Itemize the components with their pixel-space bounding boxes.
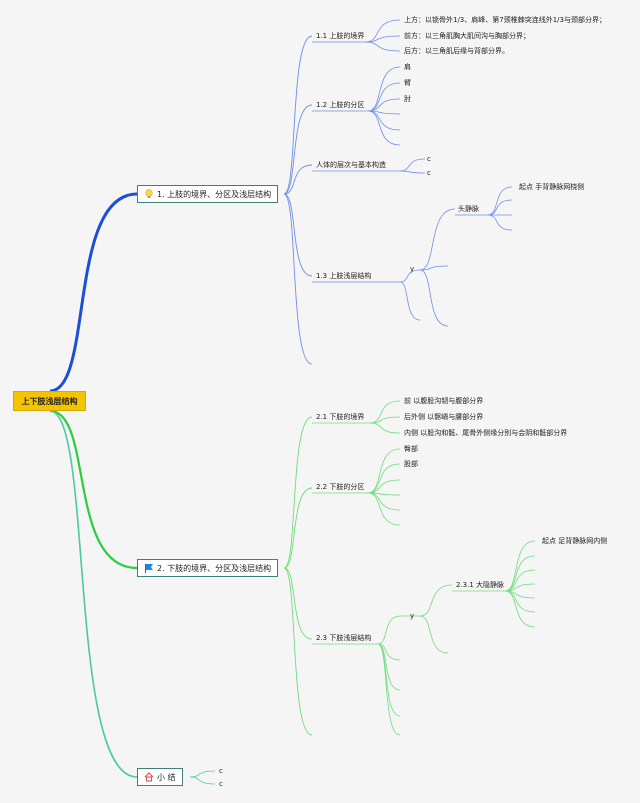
- topic-2-1[interactable]: 2.1 下肢的境界: [316, 413, 365, 421]
- topic-1-2[interactable]: 1.2 上肢的分区: [316, 101, 365, 109]
- connector-root-summary: [49, 410, 138, 778]
- connector: [367, 492, 401, 511]
- topic-2-3-1[interactable]: 2.3.1 大隐静脉: [456, 581, 505, 589]
- connector: [419, 208, 456, 271]
- connector-upper: [283, 164, 313, 195]
- connector-lower: [283, 567, 313, 736]
- topic-body-item: c: [427, 155, 431, 163]
- flag-icon: [144, 563, 154, 573]
- section-summary-label: 小 结: [157, 772, 176, 782]
- connector: [369, 422, 401, 434]
- connector: [487, 186, 513, 216]
- topic-1-3-y: y: [410, 265, 415, 273]
- connector: [504, 540, 536, 592]
- connector: [367, 479, 401, 494]
- section-lower-limb[interactable]: 2. 下肢的境界、分区及浅层结构: [137, 559, 279, 577]
- connector: [367, 110, 401, 146]
- connector-upper: [283, 35, 313, 195]
- topic-2-3[interactable]: 2.3 下肢浅层结构: [316, 634, 372, 642]
- connector: [367, 492, 401, 526]
- topic-2-1-item: 后外侧 以髂嵴与腰部分界: [404, 413, 484, 421]
- topic-1-1-item: 上方：以锁骨外1/3、肩峰、第7颈椎棘突连线外1/3与颈部分界；: [404, 16, 606, 24]
- topic-2-2[interactable]: 2.2 下肢的分区: [316, 483, 365, 491]
- root-topic[interactable]: 上下肢浅层结构: [13, 391, 86, 411]
- connector: [419, 584, 453, 617]
- topic-1-1[interactable]: 1.1 上肢的境界: [316, 32, 365, 40]
- section-upper-limb-label: 1. 上肢的境界、分区及浅层结构: [157, 189, 272, 199]
- connector: [189, 776, 216, 785]
- topic-2-3-1-start: 起点 足背静脉网内侧: [542, 537, 608, 545]
- topic-1-1-item: 后方：以三角肌后缘与背部分界。: [404, 47, 509, 55]
- connector: [399, 158, 426, 172]
- topic-body-item: c: [427, 169, 431, 177]
- connector: [364, 19, 401, 43]
- connector: [487, 199, 513, 216]
- connector: [504, 555, 536, 592]
- connector: [377, 615, 401, 645]
- topic-1-1-item: 前方：以三角肌胸大肌间沟与胸部分界；: [404, 32, 530, 40]
- topic-2-3-y: y: [410, 612, 415, 620]
- topic-2-2-item: 股部: [404, 460, 418, 468]
- connector: [367, 82, 401, 112]
- connector: [504, 590, 536, 628]
- connector-upper: [283, 104, 313, 195]
- connector-upper: [283, 193, 313, 277]
- topic-cephalic-vein-start: 起点 手背静脉网桡侧: [519, 183, 585, 191]
- connector: [399, 170, 426, 174]
- connector: [364, 41, 401, 52]
- topic-1-2-item: 肩: [404, 63, 411, 71]
- connector: [487, 214, 513, 231]
- connector-lower: [283, 487, 313, 569]
- connector-root-lower: [49, 409, 138, 570]
- connector-lower: [283, 416, 313, 569]
- connector-lower: [283, 567, 313, 640]
- thin-branches: [189, 19, 536, 785]
- topic-1-3[interactable]: 1.3 上肢浅层结构: [316, 272, 372, 280]
- section-upper-limb[interactable]: 1. 上肢的境界、分区及浅层结构: [137, 185, 279, 203]
- topic-1-2-item: 臂: [404, 79, 411, 87]
- main-branches: [49, 192, 138, 778]
- connector: [377, 643, 401, 736]
- home-icon: [144, 772, 154, 782]
- connector: [377, 643, 401, 717]
- connector: [399, 281, 421, 321]
- connector: [399, 269, 421, 283]
- topic-2-2-item: 臀部: [404, 445, 418, 453]
- connector: [369, 400, 401, 424]
- connector: [367, 98, 401, 112]
- lightbulb-icon: [144, 189, 154, 199]
- connector: [419, 269, 449, 327]
- connector: [377, 643, 401, 691]
- connector: [504, 569, 536, 592]
- connector-root-upper: [49, 192, 138, 393]
- connector: [419, 615, 449, 654]
- connector: [367, 463, 401, 494]
- summary-item: c: [219, 767, 223, 775]
- topic-2-1-item: 内侧 以股沟和骶、尾骨外侧缘分别与会阴和骶部分界: [404, 429, 568, 437]
- topic-2-1-item: 前 以腹股沟韧与腹部分界: [404, 397, 484, 405]
- connector-upper: [283, 193, 313, 365]
- connector: [189, 770, 216, 778]
- section-lower-limb-label: 2. 下肢的境界、分区及浅层结构: [157, 563, 272, 573]
- summary-item: c: [219, 780, 223, 788]
- section-summary[interactable]: 小 结: [137, 768, 183, 786]
- topic-cephalic-vein[interactable]: 头静脉: [458, 205, 479, 213]
- connector: [419, 265, 449, 271]
- connector: [367, 66, 401, 112]
- connector: [504, 590, 536, 613]
- topic-1-2-item: 肘: [404, 95, 411, 103]
- topic-body-structure[interactable]: 人体的层次与基本构造: [316, 161, 386, 169]
